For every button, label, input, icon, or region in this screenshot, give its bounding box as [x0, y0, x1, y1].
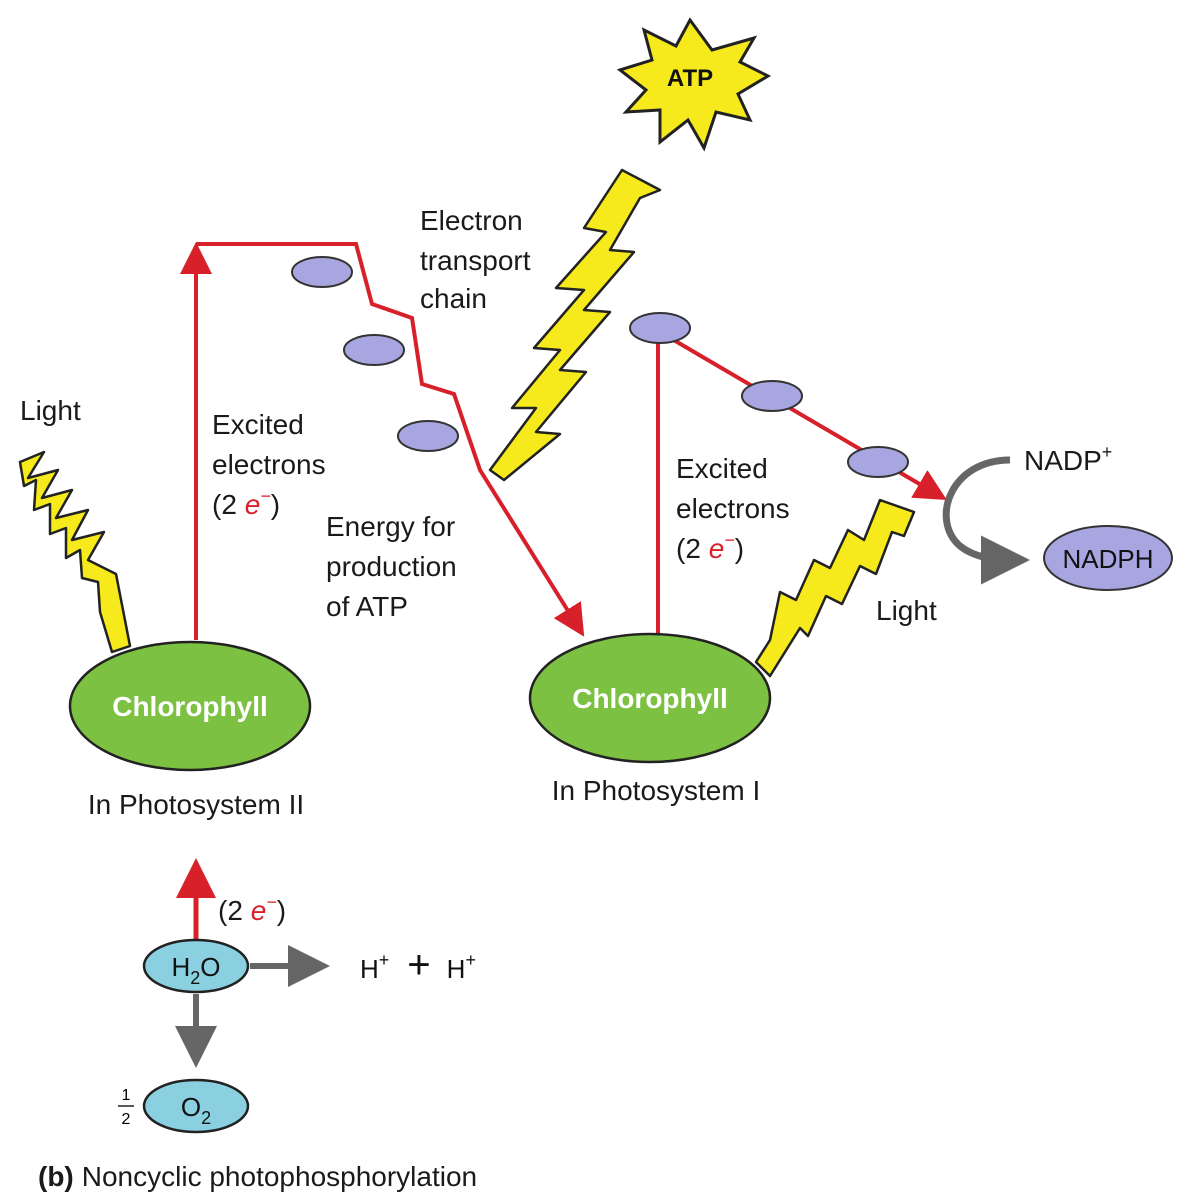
- svg-text:electrons: electrons: [212, 449, 326, 480]
- svg-text:Excited: Excited: [212, 409, 304, 440]
- energy-label: Energy for production of ATP: [326, 511, 457, 622]
- atp-starburst: ATP: [616, 17, 772, 152]
- nadp-label: NADP+: [1024, 442, 1112, 476]
- excited-electrons-left: Excited electrons (2 e−): [212, 409, 326, 520]
- oxygen-fraction-den: 2: [122, 1111, 131, 1128]
- svg-text:Electron: Electron: [420, 205, 523, 236]
- light-bolt-right-icon: [754, 498, 916, 678]
- svg-text:Energy for: Energy for: [326, 511, 455, 542]
- nadph-oval: [1043, 525, 1173, 591]
- svg-text:of ATP: of ATP: [326, 591, 408, 622]
- oxygen-fraction-num: 1: [122, 1087, 131, 1104]
- atp-label: ATP: [667, 65, 713, 92]
- svg-text:production: production: [326, 551, 457, 582]
- svg-text:transport: transport: [420, 245, 531, 276]
- etc-carrier-1: [291, 256, 353, 288]
- figure-caption: (b)Noncyclic photophosphorylation: [38, 1161, 477, 1192]
- svg-text:chain: chain: [420, 283, 487, 314]
- atp-star-shape: [616, 17, 772, 152]
- nadph-label: NADPH: [1062, 544, 1153, 574]
- svg-text:Excited: Excited: [676, 453, 768, 484]
- ps1-label: In Photosystem I: [552, 775, 761, 806]
- ps1-carrier-1: [629, 312, 691, 344]
- electron-path-etc: [196, 242, 585, 637]
- svg-text:electrons: electrons: [676, 493, 790, 524]
- water-oval: [142, 938, 250, 994]
- etc-label: Electron transport chain: [420, 205, 531, 314]
- svg-text:(2 e−): (2 e−): [212, 486, 280, 520]
- light-bolt-left-icon: [18, 450, 132, 654]
- svg-text:(2 e−): (2 e−): [676, 530, 744, 564]
- etc-carrier-3: [397, 420, 459, 452]
- ps1-carrier-3: [847, 446, 909, 478]
- light-left-label: Light: [20, 395, 81, 426]
- chlorophyll-ps2-label: Chlorophyll: [112, 691, 268, 722]
- oxygen-oval: [142, 1078, 250, 1134]
- water-electrons-label: (2 e−): [218, 892, 286, 926]
- etc-carrier-2: [343, 334, 405, 366]
- oxygen-label: O2: [181, 1092, 211, 1128]
- chlorophyll-ps1-label: Chlorophyll: [572, 683, 728, 714]
- nadp-to-nadph-arrow: [942, 456, 1030, 585]
- ps1-carrier-2: [741, 380, 803, 412]
- excited-electrons-right: Excited electrons (2 e−): [676, 453, 790, 564]
- water-label: H2O: [171, 952, 220, 988]
- ps2-label: In Photosystem II: [88, 789, 304, 820]
- chlorophyll-ps2: [68, 640, 312, 772]
- atp-energy-bolt-icon: [488, 168, 662, 482]
- light-right-label: Light: [876, 595, 937, 626]
- chlorophyll-ps1: [528, 632, 772, 764]
- protons-label: H++H+: [360, 943, 476, 987]
